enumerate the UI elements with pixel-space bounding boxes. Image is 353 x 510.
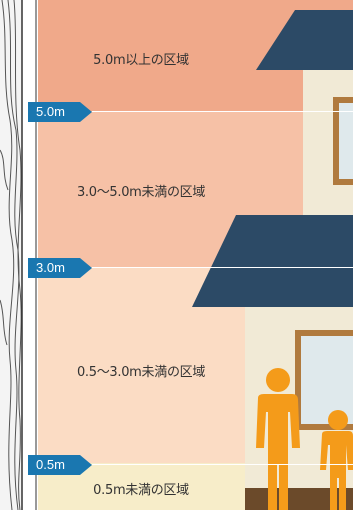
upper-house-roof	[256, 10, 353, 70]
zone-label-0.5-to-3m: 0.5〜3.0m未満の区域	[76, 365, 206, 380]
threshold-label-3m: 3.0m	[36, 260, 65, 275]
zone-label-3-to-5m: 3.0〜5.0m未満の区域	[76, 185, 206, 200]
zone-label-over-5m: 5.0m以上の区域	[93, 53, 189, 68]
upper-window-glass	[339, 103, 353, 179]
threshold-marker-5m: 5.0m	[28, 102, 92, 122]
threshold-line-0.5m	[92, 464, 353, 465]
adult-person-icon	[256, 368, 300, 510]
child-person-icon	[320, 410, 353, 510]
threshold-line-3m	[92, 267, 353, 268]
lower-house-roof	[192, 215, 353, 307]
lower-window-glass	[301, 336, 353, 424]
threshold-label-0.5m: 0.5m	[36, 457, 65, 472]
threshold-marker-3m: 3.0m	[28, 258, 92, 278]
threshold-label-5m: 5.0m	[36, 104, 65, 119]
threshold-marker-0.5m: 0.5m	[28, 455, 92, 475]
zone-label-under-0.5m: 0.5m未満の区域	[93, 483, 189, 498]
threshold-line-5m	[92, 111, 353, 112]
